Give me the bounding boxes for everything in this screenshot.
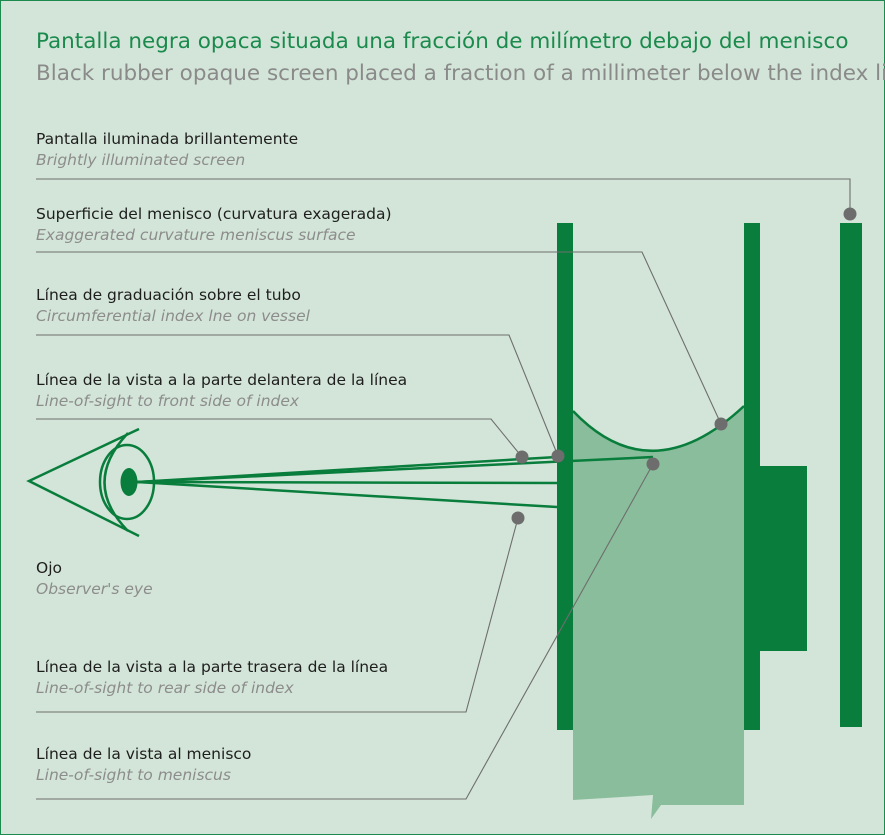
leader-index-line	[36, 334, 559, 457]
opaque-screen	[760, 466, 807, 651]
label-sight-rear-es: Línea de la vista a la parte trasera de …	[36, 658, 389, 676]
label-meniscus-surface-es: Superficie del menisco (curvatura exager…	[36, 205, 392, 223]
title-spanish: Pantalla negra opaca situada una fracció…	[36, 29, 849, 54]
callout-dot-sight-rear	[511, 511, 525, 525]
label-index-line: Línea de graduación sobre el tubo Circum…	[36, 285, 310, 327]
liquid-fill	[573, 406, 744, 819]
leader-lines	[36, 178, 851, 800]
label-index-line-en: Circumferential index lne on vessel	[36, 307, 310, 325]
callout-dot-illuminated-screen	[843, 207, 857, 221]
label-index-line-es: Línea de graduación sobre el tubo	[36, 286, 301, 304]
leader-sight-meniscus	[36, 463, 654, 800]
label-sight-rear-en: Line-of-sight to rear side of index	[36, 679, 294, 697]
callout-dot-meniscus-surface	[714, 417, 728, 431]
leader-meniscus-surface	[36, 251, 722, 425]
label-eye: Ojo Observer's eye	[36, 558, 153, 600]
label-meniscus-surface: Superficie del menisco (curvatura exager…	[36, 204, 392, 246]
callout-dot-sight-front	[515, 450, 529, 464]
tube-left-wall	[557, 223, 573, 730]
label-sight-meniscus-en: Line-of-sight to meniscus	[36, 766, 231, 784]
callout-dot-sight-meniscus	[646, 457, 660, 471]
label-meniscus-surface-en: Exaggerated curvature meniscus surface	[36, 226, 356, 244]
illuminated-screen	[840, 223, 862, 727]
eye-icon	[26, 427, 156, 538]
sight-lines	[136, 455, 654, 509]
label-illuminated-screen: Pantalla iluminada brillantemente Bright…	[36, 129, 298, 171]
label-illuminated-screen-en: Brightly illuminated screen	[36, 151, 246, 169]
label-eye-es: Ojo	[36, 559, 62, 577]
leader-illuminated-screen	[36, 178, 851, 214]
callout-dot-index-line	[551, 449, 565, 463]
label-sight-meniscus: Línea de la vista al menisco Line-of-sig…	[36, 744, 251, 786]
label-sight-front-es: Línea de la vista a la parte delantera d…	[36, 371, 408, 389]
label-sight-front-en: Line-of-sight to front side of index	[36, 392, 300, 410]
leader-sight-rear	[36, 517, 519, 713]
label-sight-rear: Línea de la vista a la parte trasera de …	[36, 657, 388, 699]
title-english: Black rubber opaque screen placed a frac…	[36, 61, 885, 86]
label-illuminated-screen-es: Pantalla iluminada brillantemente	[36, 130, 299, 148]
label-sight-meniscus-es: Línea de la vista al menisco	[36, 745, 252, 763]
tube-right-wall	[744, 223, 760, 730]
leader-sight-front	[36, 418, 523, 458]
label-eye-en: Observer's eye	[36, 580, 153, 598]
label-sight-front: Línea de la vista a la parte delantera d…	[36, 370, 407, 412]
